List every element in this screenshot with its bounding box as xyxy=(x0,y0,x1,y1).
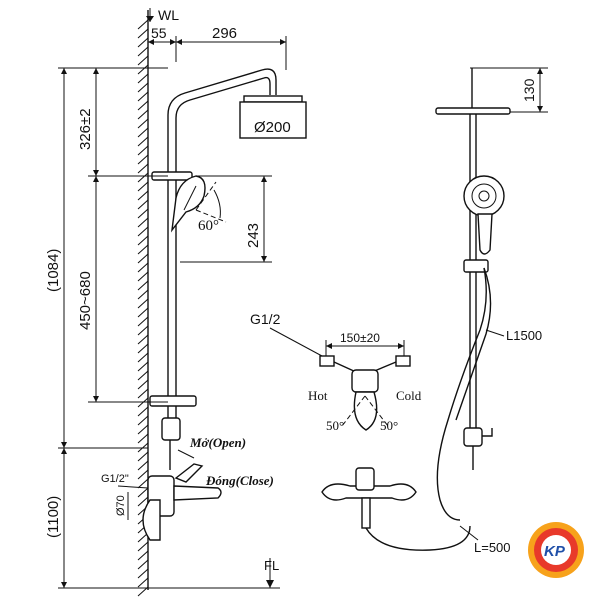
hatch-line xyxy=(137,568,149,579)
dim-243-group: 243 xyxy=(180,175,272,263)
hatch-line xyxy=(137,82,149,93)
hatch-line xyxy=(137,406,149,417)
hatch-line xyxy=(137,109,149,120)
hatch-line xyxy=(137,289,149,300)
hatch-line xyxy=(137,559,149,570)
dim-243: 243 xyxy=(245,223,262,248)
hatch-line xyxy=(137,154,149,165)
hatch-line xyxy=(137,91,149,102)
hatch-line xyxy=(137,163,149,174)
hatch-line xyxy=(137,253,149,264)
hatch-line xyxy=(137,181,149,192)
dim-450-680: 450~680 xyxy=(77,271,94,330)
hatch-line xyxy=(137,244,149,255)
dim-150-label: 150±20 xyxy=(340,331,380,345)
hatch-line xyxy=(137,199,149,210)
hatch-line xyxy=(137,46,149,57)
hatch-line xyxy=(137,19,149,30)
g12-mid-label: G1/2 xyxy=(250,311,281,327)
hatch-line xyxy=(137,343,149,354)
hatch-line xyxy=(137,379,149,390)
hatch-line xyxy=(137,451,149,462)
hatch-line xyxy=(137,352,149,363)
hatch-line xyxy=(137,415,149,426)
hatch-line xyxy=(137,487,149,498)
dim-326: 326±2 xyxy=(77,108,94,150)
hatch-line xyxy=(137,64,149,75)
hatch-line xyxy=(137,118,149,129)
hatch-line xyxy=(137,496,149,507)
hatch-line xyxy=(137,334,149,345)
angle-50-right: 50° xyxy=(380,418,398,433)
hatch-line xyxy=(137,478,149,489)
hatch-line xyxy=(137,460,149,471)
dim-1084: (1084) xyxy=(45,249,62,292)
hatch-line xyxy=(137,433,149,444)
cold-label: Cold xyxy=(396,388,422,403)
hatch-line xyxy=(137,226,149,237)
hatch-line xyxy=(137,370,149,381)
dim-130: 130 xyxy=(521,78,537,102)
shower-column-front: 130 L1500 L=500 xyxy=(365,67,548,555)
angle-60-label: 60° xyxy=(198,218,219,234)
left-dimensions: (1084) 326±2 450~680 (1100) xyxy=(45,67,280,589)
logo-text: KP xyxy=(544,543,566,560)
hatch-line xyxy=(137,100,149,111)
dim-296: 296 xyxy=(212,25,237,42)
hatch-line xyxy=(137,541,149,552)
dim-55: 55 xyxy=(151,25,167,41)
hatch-line xyxy=(137,235,149,246)
wall-line-label: WL xyxy=(158,7,179,23)
hatch-line xyxy=(137,28,149,39)
hatch-line xyxy=(137,190,149,201)
hot-label: Hot xyxy=(308,388,328,403)
hatch-line xyxy=(137,316,149,327)
hatch-line xyxy=(137,136,149,147)
hatch-line xyxy=(137,424,149,435)
hatch-line xyxy=(137,262,149,273)
head-diameter-label: Ø200 xyxy=(254,119,291,136)
close-label: Đóng(Close) xyxy=(205,473,274,488)
hatch-line xyxy=(137,361,149,372)
hatch-line xyxy=(137,388,149,399)
shower-column-side: Ø200 60° xyxy=(142,68,307,541)
hatch-line xyxy=(137,127,149,138)
floor-line-marker: FL xyxy=(264,558,279,588)
hose-l1500-label: L1500 xyxy=(506,328,542,343)
hatch-line xyxy=(137,73,149,84)
hatch-line xyxy=(137,577,149,588)
open-label: Mở(Open) xyxy=(189,435,246,450)
mixer-top-view: G1/2 150±20 Hot Cold 50° 50° xyxy=(250,311,422,529)
wall-line-marker: WL xyxy=(146,7,179,23)
mixer-annotations: Mở(Open) Đóng(Close) G1/2" Ø70 xyxy=(101,435,274,520)
hatch-line xyxy=(137,307,149,318)
hose-l500-label: L=500 xyxy=(474,540,511,555)
wall-hatch xyxy=(137,19,149,597)
g12-left-label: G1/2" xyxy=(101,473,129,485)
hatch-line xyxy=(137,271,149,282)
floor-line-label: FL xyxy=(264,558,279,573)
top-dimensions: 55 296 xyxy=(148,25,287,70)
hatch-line xyxy=(137,280,149,291)
hatch-line xyxy=(137,298,149,309)
hatch-line xyxy=(137,325,149,336)
hatch-line xyxy=(137,208,149,219)
dia-70-label: Ø70 xyxy=(115,495,127,516)
hatch-line xyxy=(137,55,149,66)
hatch-line xyxy=(137,469,149,480)
dim-1100: (1100) xyxy=(45,496,62,538)
hatch-line xyxy=(137,145,149,156)
angle-50-left: 50° xyxy=(326,418,344,433)
hatch-line xyxy=(137,37,149,48)
hatch-line xyxy=(137,550,149,561)
kp-logo: KP xyxy=(528,522,584,578)
hatch-line xyxy=(137,217,149,228)
hatch-line xyxy=(137,172,149,183)
